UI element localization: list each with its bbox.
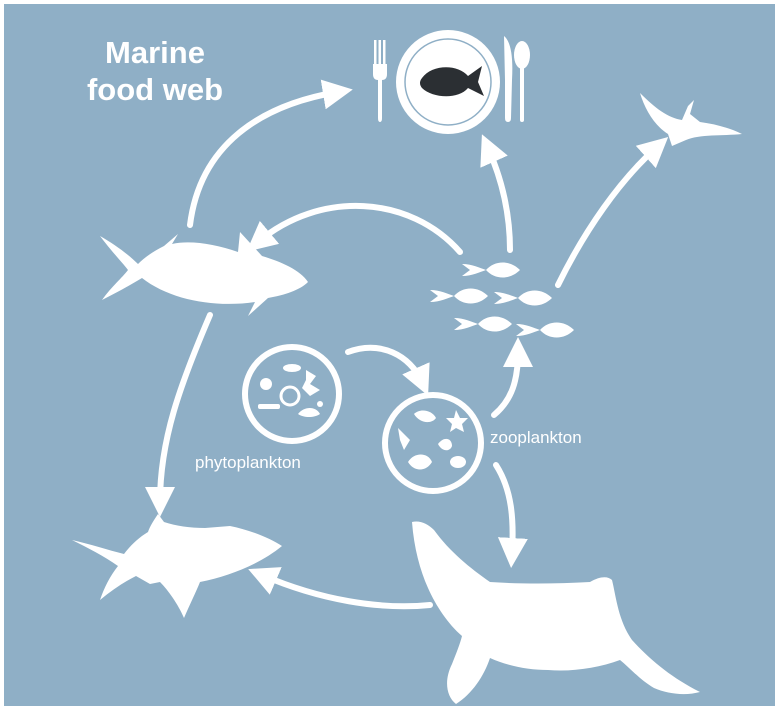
fork-icon <box>373 40 387 122</box>
label-zooplankton: zooplankton <box>490 428 582 448</box>
edge-smallfish-to-bird <box>558 147 657 285</box>
label-phytoplankton: phytoplankton <box>195 453 301 473</box>
tuna-icon <box>100 232 308 316</box>
shark-icon <box>72 514 282 618</box>
edge-smallfish-to-tuna <box>258 206 460 252</box>
spoon-icon <box>514 41 530 122</box>
fish-school-icon <box>430 263 574 338</box>
diagram-title: Marine food web <box>60 34 250 108</box>
plate-with-fish-and-cutlery-icon <box>373 30 530 134</box>
knife-icon <box>504 36 512 122</box>
edge-phyto-to-zoo <box>348 348 422 382</box>
bird-icon <box>640 93 742 146</box>
title-line-1: Marine <box>60 34 250 71</box>
humpback-whale-icon <box>412 521 700 704</box>
edge-tuna-to-humans <box>190 92 338 225</box>
phytoplankton-icon <box>245 347 339 441</box>
title-line-2: food web <box>60 71 250 108</box>
zooplankton-icon <box>385 395 481 491</box>
edge-smallfish-to-humans <box>488 148 510 250</box>
edge-whale-to-shark <box>262 575 430 606</box>
edge-zoo-to-whale <box>496 465 513 553</box>
edge-zoo-to-smallfish <box>494 352 518 415</box>
edge-tuna-to-shark <box>160 315 210 502</box>
